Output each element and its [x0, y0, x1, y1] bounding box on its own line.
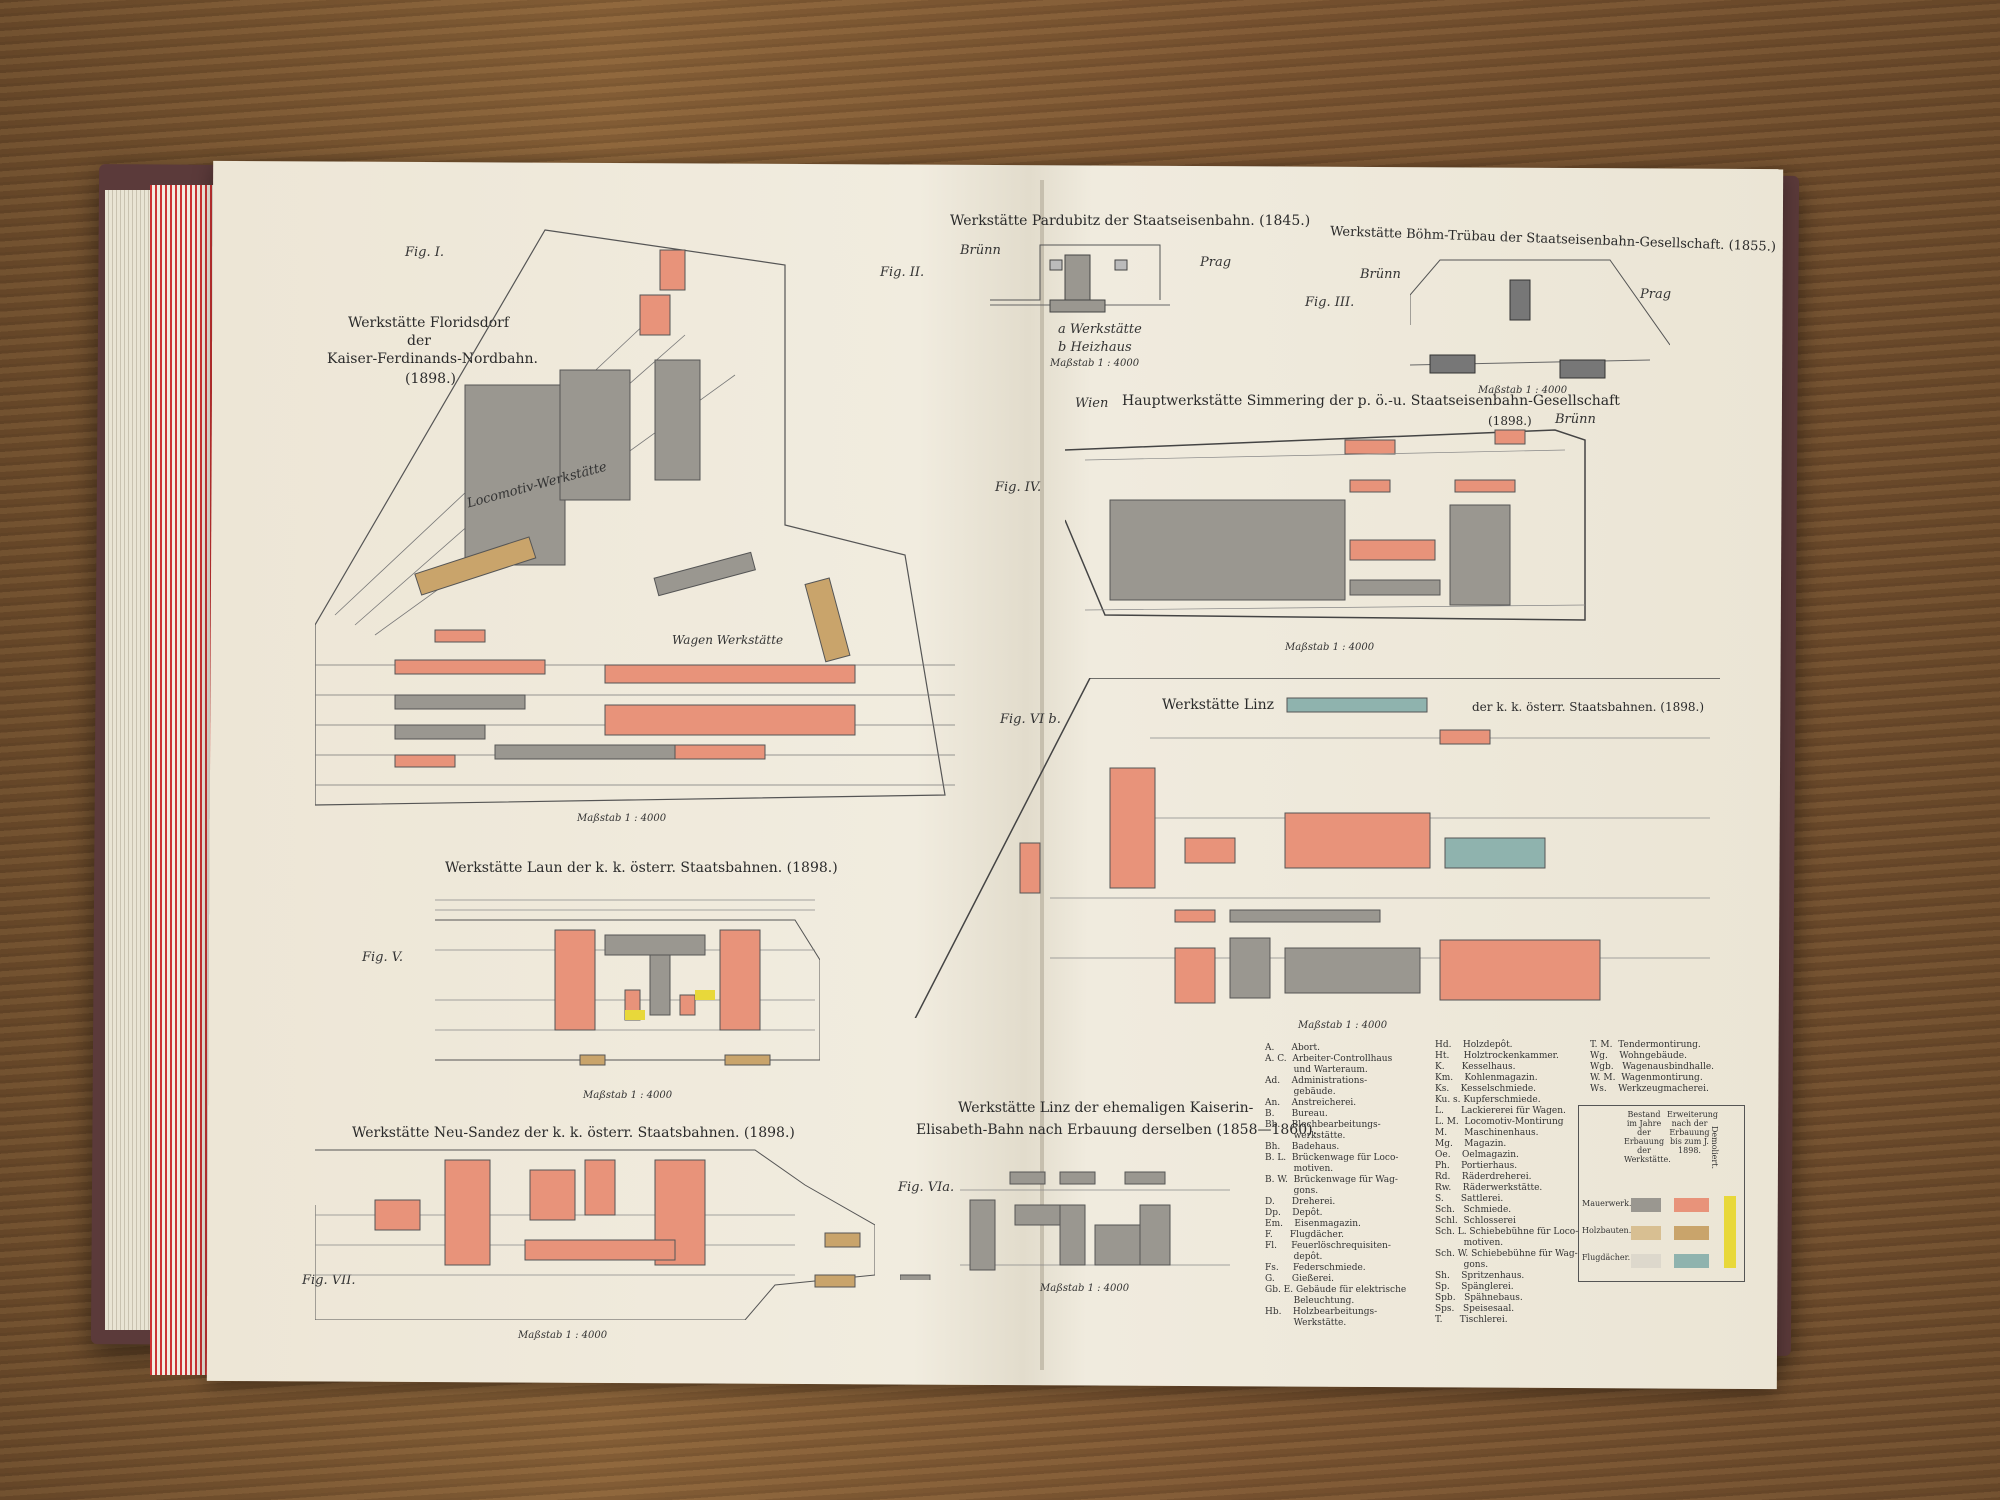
legend-table-header-3: Demoliert. — [1710, 1126, 1719, 1169]
swatch-grey — [1631, 1198, 1661, 1212]
legend-row-flugdaecher: Flugdächer. — [1582, 1253, 1631, 1262]
fig2-note-a: a Werkstätte — [1058, 322, 1142, 337]
fig4-dir-wien: Wien — [1075, 396, 1109, 411]
fig3-dir-brunn: Brünn — [1360, 267, 1401, 282]
fig5-label: Fig. V. — [362, 950, 404, 965]
book-gutter — [1040, 180, 1044, 1370]
fig1-title-line1: Werkstätte Floridsdorf — [348, 315, 510, 331]
fig7-title: Werkstätte Neu-Sandez der k. k. österr. … — [352, 1125, 795, 1141]
fig4-label: Fig. IV. — [995, 480, 1042, 495]
fig6a-title-line2: Elisabeth-Bahn nach Erbauung derselben (… — [916, 1122, 1318, 1138]
legend-table-header-2: Erweiterung nach der Erbauung bis zum J.… — [1667, 1110, 1719, 1155]
fig1-wagen-label: Wagen Werkstätte — [672, 633, 784, 647]
swatch-tan — [1674, 1226, 1709, 1240]
fig6a-title-line1: Werkstätte Linz der ehemaligen Kaiserin- — [958, 1100, 1254, 1116]
legend-row-holzbauten: Holzbauten. — [1582, 1226, 1632, 1235]
fig2-label: Fig. II. — [880, 265, 925, 280]
fig6a-scale: Maßstab 1 : 4000 — [1040, 1283, 1130, 1294]
fig7-scale: Maßstab 1 : 4000 — [518, 1330, 608, 1341]
fig6b-title2: der k. k. österr. Staatsbahnen. (1898.) — [1472, 700, 1705, 714]
legend-row-mauerwerk: Mauerwerk. — [1582, 1199, 1632, 1208]
fig6a-plan — [900, 1171, 1230, 1280]
swatch-light-grey — [1631, 1254, 1661, 1268]
fig2-title: Werkstätte Pardubitz der Staatseisenbahn… — [950, 213, 1311, 229]
fig1-title-line4: (1898.) — [405, 371, 457, 387]
fig6b-plan — [914, 678, 1720, 1018]
legend-table-header-1: Bestand im Jahre der Erbauung der Werkst… — [1624, 1110, 1671, 1164]
fig4-year: (1898.) — [1488, 414, 1532, 428]
fig3-scale: Maßstab 1 : 4000 — [1478, 385, 1568, 396]
legend-column-3: T. M. Tendermontirung. Wg. Wohngebäude. … — [1590, 1040, 1715, 1094]
fig2-plan — [990, 244, 1170, 313]
fig1-label: Fig. I. — [405, 245, 445, 260]
fig5-scale: Maßstab 1 : 4000 — [583, 1090, 673, 1101]
fig4-dir-brunn: Brünn — [1555, 412, 1596, 427]
legend-column-2: Hd. Holzdepôt. Ht. Holztrockenkammer. K.… — [1435, 1040, 1579, 1325]
fig1-title-line3: Kaiser-Ferdinands-Nordbahn. — [327, 351, 538, 367]
fig3-plan — [1410, 259, 1670, 379]
swatch-yellow — [1724, 1196, 1736, 1268]
fig2-dir-brunn: Brünn — [960, 243, 1001, 258]
fig4-scale: Maßstab 1 : 4000 — [1285, 642, 1375, 653]
fig5-title: Werkstätte Laun der k. k. österr. Staats… — [445, 860, 838, 876]
fig4-plan — [1065, 429, 1586, 621]
fig2-scale: Maßstab 1 : 4000 — [1050, 358, 1140, 369]
fig3-label: Fig. III. — [1305, 295, 1355, 310]
fig1-title-line2: der — [407, 333, 431, 349]
fig6a-label: Fig. VIa. — [898, 1180, 955, 1195]
swatch-teal — [1674, 1254, 1709, 1268]
fig1-scale: Maßstab 1 : 4000 — [577, 813, 667, 824]
fig6b-label: Fig. VI b. — [1000, 712, 1061, 727]
legend-column-1: A. Abort. A. C. Arbeiter-Controllhaus un… — [1265, 1043, 1407, 1328]
fig1-plan — [315, 229, 955, 806]
fig3-dir-prag: Prag — [1640, 287, 1672, 302]
fig2-dir-prag: Prag — [1200, 255, 1232, 270]
swatch-salmon — [1674, 1198, 1709, 1212]
fig6b-title: Werkstätte Linz — [1162, 697, 1275, 713]
fig4-title: Hauptwerkstätte Simmering der p. ö.-u. S… — [1122, 393, 1620, 409]
legend-color-table: Bestand im Jahre der Erbauung der Werkst… — [1578, 1105, 1745, 1282]
fig6b-scale: Maßstab 1 : 4000 — [1298, 1020, 1388, 1031]
fig7-plan — [315, 1149, 875, 1320]
fig2-note-b: b Heizhaus — [1058, 340, 1132, 355]
swatch-light-tan — [1631, 1226, 1661, 1240]
fig5-plan — [435, 899, 820, 1066]
